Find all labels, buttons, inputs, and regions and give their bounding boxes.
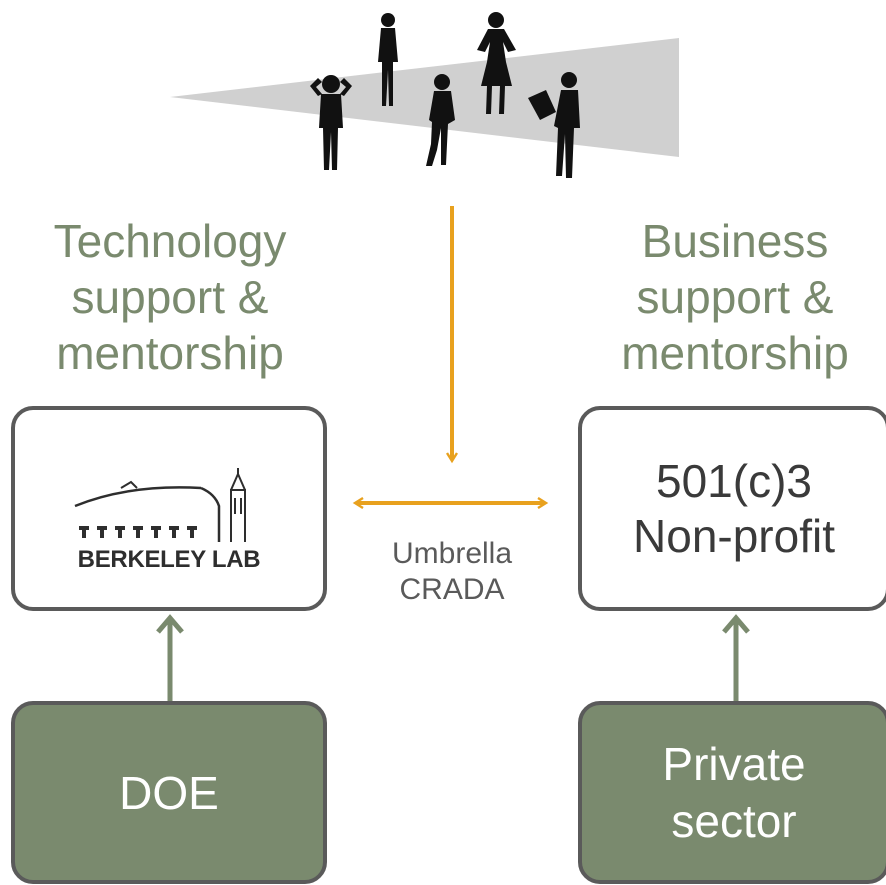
berkeley-lab-name: BERKELEY LAB (77, 545, 261, 573)
heading-line: Business (641, 215, 829, 267)
heading-line: support & (71, 271, 269, 323)
people-silhouettes-icon (310, 12, 580, 178)
umbrella-crada-label: Umbrella CRADA (352, 536, 552, 608)
doe-box: DOE (11, 701, 327, 884)
business-support-heading: Business support & mentorship (585, 213, 885, 381)
person-woman-skirt (477, 12, 516, 114)
private-sector-line: sector (671, 794, 797, 847)
technology-support-heading: Technology support & mentorship (20, 213, 320, 381)
arrow-up-private-to-nonprofit (722, 614, 750, 701)
person-arms-crossed (426, 74, 455, 166)
nonprofit-line: Non-profit (633, 509, 835, 562)
heading-line: mentorship (56, 327, 284, 379)
person-standing-tall (378, 13, 398, 106)
nonprofit-line: 501(c)3 (656, 454, 812, 507)
crada-line: CRADA (399, 573, 505, 606)
person-with-tablet (528, 72, 580, 178)
gray-wedge (170, 38, 679, 157)
heading-line: support & (636, 271, 834, 323)
berkeley-lab-logo-icon (74, 467, 246, 542)
heading-line: Technology (53, 215, 287, 267)
crada-line: Umbrella (391, 537, 513, 570)
private-sector-line: Private (662, 737, 806, 790)
berkeley-lab-box: BERKELEY LAB (11, 406, 327, 611)
heading-line: mentorship (621, 327, 849, 379)
nonprofit-box: 501(c)3 Non-profit (578, 406, 886, 611)
doe-label: DOE (119, 766, 219, 819)
private-sector-box: Private sector (578, 701, 886, 884)
arrow-up-doe-to-lab (156, 614, 184, 701)
person-hands-on-head (310, 75, 352, 170)
